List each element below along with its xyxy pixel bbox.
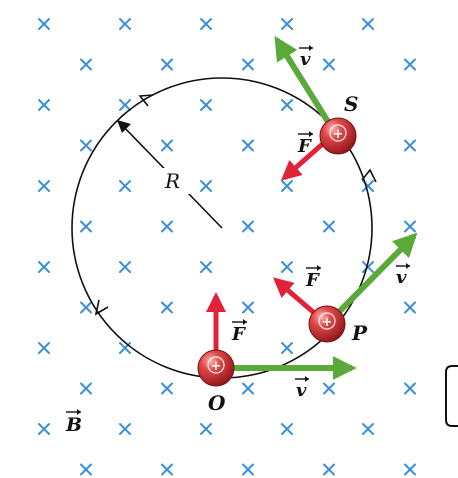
field-cross-mark [119, 423, 131, 435]
radius-arrowhead [117, 120, 131, 133]
field-cross-mark [119, 261, 131, 273]
point-label-p: P [351, 321, 368, 345]
label-b-field: B [65, 409, 82, 436]
radius-label: R [164, 169, 180, 193]
field-cross-mark [281, 342, 293, 354]
field-cross-mark [119, 180, 131, 192]
field-cross-mark [119, 18, 131, 30]
field-cross-mark [404, 139, 416, 152]
field-cross-mark [242, 220, 254, 233]
field-cross-mark [80, 382, 92, 395]
field-cross-mark [362, 18, 374, 30]
field-cross-mark [242, 58, 254, 71]
field-cross-mark [281, 99, 293, 111]
cropped-frame-edge [445, 365, 458, 427]
field-cross-mark [161, 139, 173, 152]
field-cross-mark [200, 18, 212, 30]
field-cross-mark [200, 261, 212, 273]
field-cross-mark [200, 423, 212, 435]
velocity-arrow-s [274, 35, 338, 135]
svg-text:+: + [333, 127, 344, 142]
field-cross-mark [362, 261, 374, 273]
field-cross-mark [242, 301, 254, 314]
field-cross-mark [80, 301, 92, 314]
field-cross-mark [38, 261, 50, 273]
svg-text:F: F [305, 270, 320, 291]
field-cross-mark [161, 463, 173, 476]
field-cross-mark [80, 139, 92, 152]
label-f-p: F [305, 265, 321, 291]
field-cross-mark [323, 382, 335, 395]
svg-text:v: v [396, 267, 407, 288]
field-cross-mark [80, 220, 92, 233]
field-cross-mark [161, 382, 173, 395]
charge-o: + [197, 349, 235, 387]
field-cross-mark [242, 463, 254, 476]
field-cross-mark [119, 99, 131, 111]
field-cross-mark [323, 58, 335, 71]
field-cross-mark [200, 180, 212, 192]
velocity-arrow-p [324, 232, 418, 327]
svg-text:F: F [231, 324, 246, 345]
charge-p: + [308, 305, 346, 343]
field-cross-mark [38, 18, 50, 30]
field-cross-mark [362, 423, 374, 435]
field-cross-mark [281, 423, 293, 435]
charge-s: + [319, 117, 357, 155]
label-v-p: v [396, 263, 410, 288]
field-cross-mark [161, 220, 173, 233]
field-cross-mark [404, 58, 416, 71]
label-f-o: F [231, 319, 247, 345]
field-cross-mark [281, 261, 293, 273]
field-cross-mark [281, 180, 293, 192]
field-cross-mark [200, 99, 212, 111]
point-label-o: O [208, 391, 226, 415]
svg-text:+: + [211, 359, 222, 374]
field-cross-mark [80, 463, 92, 476]
field-cross-mark [404, 463, 416, 476]
svg-text:v: v [300, 49, 311, 70]
field-cross-mark [161, 58, 173, 71]
point-label-s: S [344, 92, 358, 116]
svg-text:+: + [322, 315, 333, 330]
magnetic-field-into-page-marks [38, 18, 416, 476]
field-cross-mark [404, 382, 416, 395]
field-cross-mark [38, 180, 50, 192]
field-cross-mark [404, 220, 416, 233]
svg-text:F: F [297, 136, 312, 157]
field-cross-mark [242, 139, 254, 152]
orbit-direction-arrows [94, 94, 377, 316]
label-v-s: v [299, 45, 313, 70]
field-cross-mark [281, 18, 293, 30]
field-cross-mark [404, 301, 416, 314]
label-f-s: F [297, 131, 313, 157]
field-cross-mark [323, 220, 335, 233]
field-cross-mark [80, 58, 92, 71]
field-cross-mark [38, 342, 50, 354]
field-cross-mark [323, 463, 335, 476]
svg-text:v: v [296, 380, 307, 401]
field-cross-mark [38, 423, 50, 435]
field-cross-mark [242, 382, 254, 395]
label-v-o: v [295, 376, 309, 401]
svg-text:B: B [65, 414, 82, 436]
field-cross-mark [161, 301, 173, 314]
field-cross-mark [38, 99, 50, 111]
